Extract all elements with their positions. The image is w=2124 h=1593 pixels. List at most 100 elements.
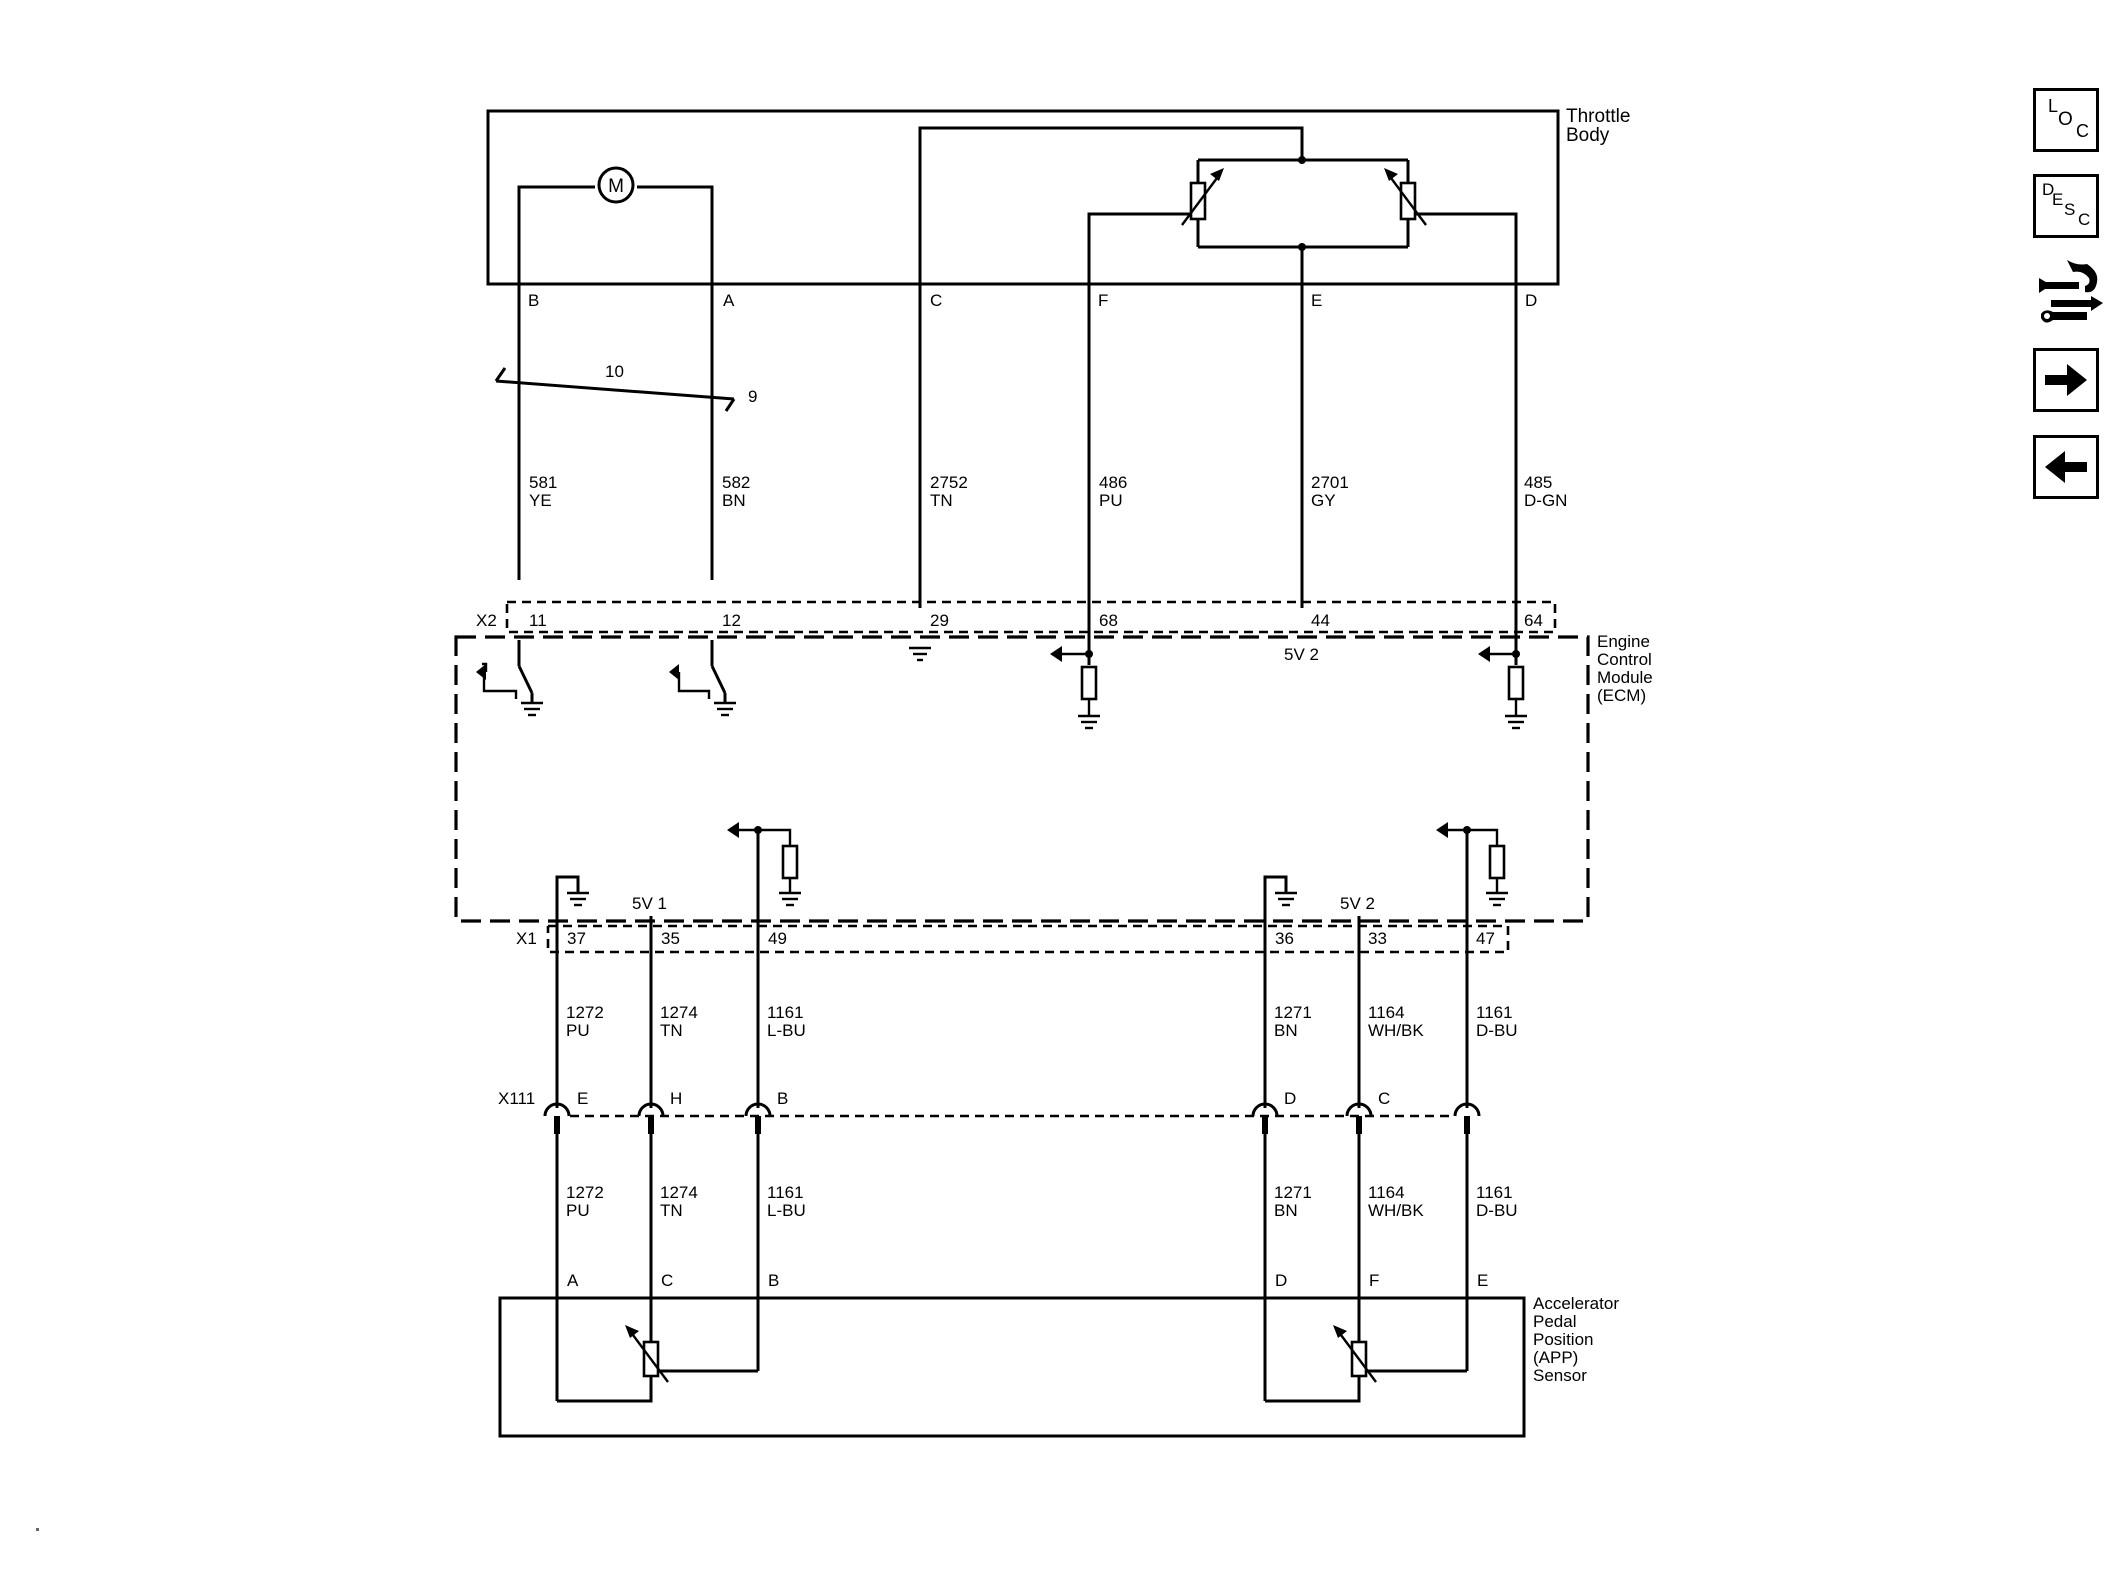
app-sensor-label-2: Pedal <box>1533 1312 1576 1331</box>
wire-485-circuit: 485 <box>1524 473 1552 492</box>
ecm-label-3: Module <box>1597 668 1653 687</box>
mid-wire-1274-color: TN <box>660 1021 683 1040</box>
lower-wire-1161-lbu-color: L-BU <box>767 1201 806 1220</box>
lower-wire-1271-circuit: 1271 <box>1274 1183 1312 1202</box>
wire-2752-circuit: 2752 <box>930 473 968 492</box>
ecm-label-1: Engine <box>1597 632 1650 651</box>
x2-pin-29: 29 <box>930 611 949 630</box>
throttle-position-sensors <box>918 126 1518 608</box>
wire-2752-color: TN <box>930 491 953 510</box>
throttle-pin-a: A <box>723 291 735 310</box>
arrow-left-icon <box>2045 451 2087 483</box>
x111-pin-e: E <box>577 1089 588 1108</box>
mid-wire-1271-color: BN <box>1274 1021 1298 1040</box>
throttle-pin-b: B <box>528 291 539 310</box>
app-sensor-label-1: Accelerator <box>1533 1294 1619 1313</box>
ground-pin-29 <box>909 646 931 662</box>
x2-pin-44: 44 <box>1311 611 1330 630</box>
motor-driver-switch-2 <box>669 640 736 717</box>
app-sensor-label-4: (APP) <box>1533 1348 1578 1367</box>
ecm-label-2: Control <box>1597 650 1652 669</box>
x1-pin-47: 47 <box>1476 929 1495 948</box>
loc-letter-c: C <box>2076 121 2089 141</box>
wire-486-circuit: 486 <box>1099 473 1127 492</box>
mid-wire-1272-color: PU <box>566 1021 590 1040</box>
ecm-5v1-label: 5V 1 <box>632 894 667 913</box>
wire-2701-color: GY <box>1311 491 1336 510</box>
throttle-pin-c: C <box>930 291 942 310</box>
lower-wire-1161-dbu-circuit: 1161 <box>1476 1183 1513 1202</box>
connector-x2: X2 11 12 29 68 44 64 <box>476 600 1557 634</box>
app-sensor-1-pot <box>557 1325 758 1403</box>
loc-letter-l: L <box>2048 96 2059 116</box>
app-sensor-2-pot <box>1265 1325 1467 1403</box>
connector-x111: X111 E H B D C <box>498 1089 1481 1134</box>
wire-582-color: BN <box>722 491 746 510</box>
loc-letter-o: O <box>2058 109 2073 130</box>
wire-581-color: YE <box>529 491 552 510</box>
mid-wire-1161-lbu-circuit: 1161 <box>767 1003 804 1022</box>
mid-wire-1161-lbu-color: L-BU <box>767 1021 806 1040</box>
app-pin-b: B <box>768 1271 779 1290</box>
throttle-motor: M <box>517 166 714 580</box>
x1-pin-49: 49 <box>768 929 787 948</box>
app-low-reference-37 <box>555 875 589 1108</box>
app-pin-f: F <box>1369 1271 1379 1290</box>
x2-pin-64: 64 <box>1524 611 1543 630</box>
sensor-input-68 <box>1050 608 1100 730</box>
motor-driver-switch-1 <box>476 640 543 717</box>
location-button[interactable]: L O C <box>2033 88 2099 152</box>
lower-wire-1274-circuit: 1274 <box>660 1183 698 1202</box>
ecm-5v2-lower-label: 5V 2 <box>1340 894 1375 913</box>
mid-wire-1164-circuit: 1164 <box>1368 1003 1405 1022</box>
next-button[interactable] <box>2033 348 2099 412</box>
x1-pin-37: 37 <box>567 929 586 948</box>
app-sensor-label-3: Position <box>1533 1330 1593 1349</box>
wire-2701-circuit: 2701 <box>1311 473 1349 492</box>
throttle-pin-d: D <box>1525 291 1537 310</box>
app-pin-d: D <box>1275 1271 1287 1290</box>
x1-pin-36: 36 <box>1275 929 1294 948</box>
x111-pin-h: H <box>670 1089 682 1108</box>
wire-582-circuit: 582 <box>722 473 750 492</box>
previous-button[interactable] <box>2033 435 2099 499</box>
description-icon: D E S C <box>2036 177 2096 235</box>
throttle-body-label-2: Body <box>1566 125 1610 146</box>
desc-letter-s: S <box>2064 200 2076 219</box>
throttle-body-box <box>486 109 1560 286</box>
throttle-pin-f: F <box>1098 291 1108 310</box>
lower-wire-1274-color: TN <box>660 1201 683 1220</box>
corner-mark <box>36 1528 39 1531</box>
wire-486-color: PU <box>1099 491 1123 510</box>
x2-label: X2 <box>476 611 497 630</box>
ecm-box <box>454 635 1590 923</box>
app-sensor-box <box>498 1296 1526 1438</box>
app-sensor-label-5: Sensor <box>1533 1366 1587 1385</box>
mid-wire-1161-dbu-circuit: 1161 <box>1476 1003 1513 1022</box>
x111-pin-d: D <box>1284 1089 1296 1108</box>
desc-letter-d: D <box>2042 180 2055 199</box>
wire-485-color: D-GN <box>1524 491 1567 510</box>
lower-wire-1272-circuit: 1272 <box>566 1183 604 1202</box>
connector-wrench-icon <box>2039 260 2103 323</box>
desc-letter-e: E <box>2052 190 2064 209</box>
description-button[interactable]: D E S C <box>2033 174 2099 238</box>
lower-wire-1161-lbu-circuit: 1161 <box>767 1183 804 1202</box>
lower-wire-1272-color: PU <box>566 1201 590 1220</box>
x1-pin-33: 33 <box>1368 929 1387 948</box>
lower-wire-1161-dbu-color: D-BU <box>1476 1201 1518 1220</box>
app-signal-input-47 <box>1436 822 1508 1108</box>
throttle-pin-e: E <box>1311 291 1322 310</box>
connector-repair-button[interactable] <box>2037 256 2107 334</box>
arrow-right-icon <box>2045 364 2087 396</box>
mid-wire-1164-color: WH/BK <box>1368 1021 1424 1040</box>
mid-wire-1161-dbu-color: D-BU <box>1476 1021 1518 1040</box>
x111-pin-b: B <box>777 1089 788 1108</box>
twisted-pair-symbol: 10 9 <box>494 362 757 412</box>
mid-wire-1271-circuit: 1271 <box>1274 1003 1312 1022</box>
wire-581-circuit: 581 <box>529 473 557 492</box>
lower-wire-1164-color: WH/BK <box>1368 1201 1424 1220</box>
app-low-reference-36 <box>1263 875 1297 1108</box>
x1-pin-35: 35 <box>661 929 680 948</box>
